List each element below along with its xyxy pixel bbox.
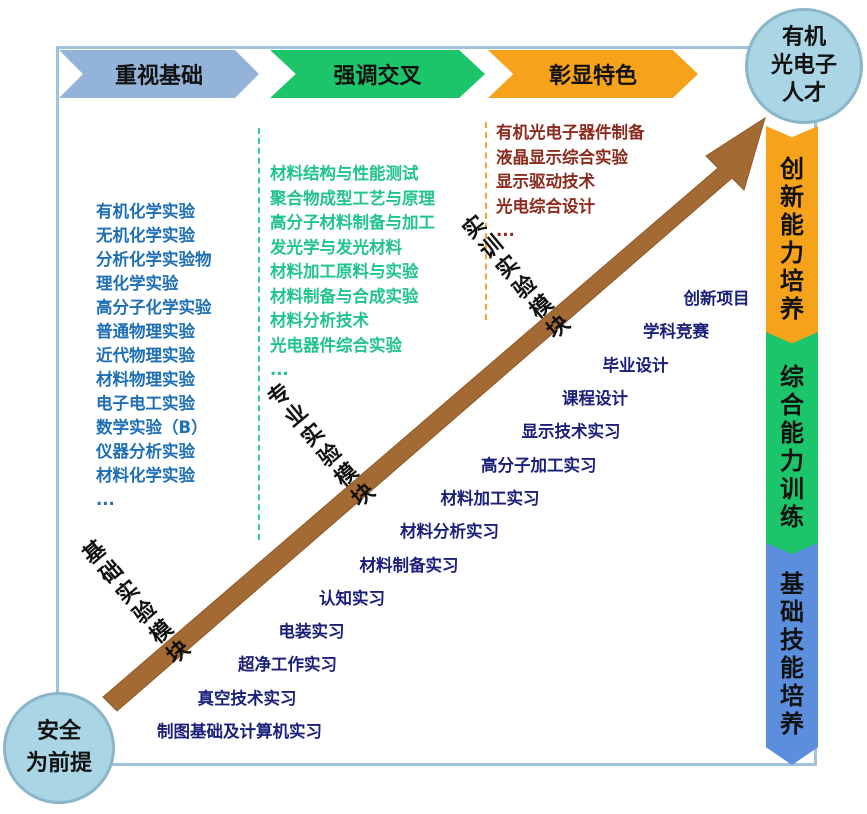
practice-item: 学科竞赛 bbox=[643, 322, 709, 342]
course-item: ... bbox=[96, 490, 115, 509]
chevron-emphasize-cross: 强调交叉 bbox=[270, 50, 485, 98]
divider-green bbox=[258, 128, 260, 540]
practice-item: 高分子加工实习 bbox=[481, 455, 597, 475]
practice-item: 材料分析实习 bbox=[400, 522, 499, 542]
feature-course-list: 有机光电子器件制备液晶显示综合实验显示驱动技术光电综合设计... bbox=[496, 121, 645, 244]
course-item: 高分子材料制备与加工 bbox=[270, 213, 435, 232]
course-item: 聚合物成型工艺与原理 bbox=[270, 188, 435, 208]
course-item: 发光学与发光材料 bbox=[270, 237, 402, 257]
course-item: 材料制备与合成实验 bbox=[270, 286, 419, 306]
stage-innovation-ability: 创新能力培养 bbox=[766, 126, 818, 352]
course-item: 有机光电子器件制备 bbox=[496, 123, 645, 142]
divider-orange bbox=[485, 122, 487, 320]
practice-item: 课程设计 bbox=[562, 389, 628, 408]
course-item: ... bbox=[270, 360, 289, 379]
circle-text-line: 安全 bbox=[36, 719, 81, 744]
circle-text-line: 有机 bbox=[781, 25, 826, 50]
course-item: ... bbox=[496, 221, 515, 240]
course-item: 分析化学实验物 bbox=[96, 250, 212, 269]
practice-item: 材料制备实习 bbox=[359, 555, 459, 575]
stage-comprehensive-training: 综合能力训练 bbox=[766, 332, 818, 562]
course-item: 光电综合设计 bbox=[496, 196, 595, 216]
talent-goal-circle: 有机光电子人才 bbox=[745, 8, 863, 124]
course-item: 有机化学实验 bbox=[96, 202, 195, 221]
chevron-highlight-feature: 彰显特色 bbox=[488, 50, 698, 98]
practice-item: 创新项目 bbox=[683, 289, 750, 309]
course-item: 数学实验（B） bbox=[96, 418, 208, 437]
course-item: 显示驱动技术 bbox=[496, 172, 595, 191]
practice-item: 显示技术实习 bbox=[521, 422, 621, 442]
basic-course-list: 有机化学实验无机化学实验分析化学实验物理化学实验高分子化学实验普通物理实验近代物… bbox=[96, 200, 212, 512]
course-item: 仪器分析实验 bbox=[96, 442, 195, 461]
safety-circle: 安全为前提 bbox=[3, 692, 115, 804]
practice-item: 超净工作实习 bbox=[238, 655, 337, 675]
circle-text-line: 光电子 bbox=[770, 53, 837, 78]
course-item: 高分子化学实验 bbox=[96, 298, 212, 317]
course-item: 材料化学实验 bbox=[96, 466, 195, 485]
course-item: 液晶显示综合实验 bbox=[496, 147, 628, 167]
practice-item: 真空技术实习 bbox=[197, 688, 297, 708]
course-item: 材料结构与性能测试 bbox=[270, 164, 419, 183]
stage-basic-skill: 基础技能培养 bbox=[766, 543, 818, 765]
course-item: 理化学实验 bbox=[96, 274, 179, 293]
course-item: 材料加工原料与实验 bbox=[270, 262, 419, 281]
practice-item: 毕业设计 bbox=[602, 355, 669, 375]
cross-course-list: 材料结构与性能测试聚合物成型工艺与原理高分子材料制备与加工发光学与发光材料材料加… bbox=[270, 162, 435, 383]
chevron-emphasize-basics: 重视基础 bbox=[59, 50, 259, 98]
course-item: 电子电工实验 bbox=[96, 394, 195, 413]
course-item: 光电器件综合实验 bbox=[270, 335, 402, 355]
arrow-shape bbox=[102, 116, 766, 712]
course-item: 普通物理实验 bbox=[96, 322, 195, 341]
practice-item: 认知实习 bbox=[319, 588, 385, 608]
circle-text-line: 为前提 bbox=[25, 751, 92, 776]
circle-text-line: 人才 bbox=[781, 81, 826, 106]
practice-item: 材料加工实习 bbox=[440, 488, 540, 508]
course-item: 材料分析技术 bbox=[270, 311, 369, 330]
practice-item: 制图基础及计算机实习 bbox=[157, 722, 322, 741]
practice-item: 电装实习 bbox=[278, 622, 345, 642]
course-item: 近代物理实验 bbox=[96, 346, 195, 365]
course-item: 无机化学实验 bbox=[96, 226, 195, 245]
course-item: 材料物理实验 bbox=[96, 370, 195, 389]
